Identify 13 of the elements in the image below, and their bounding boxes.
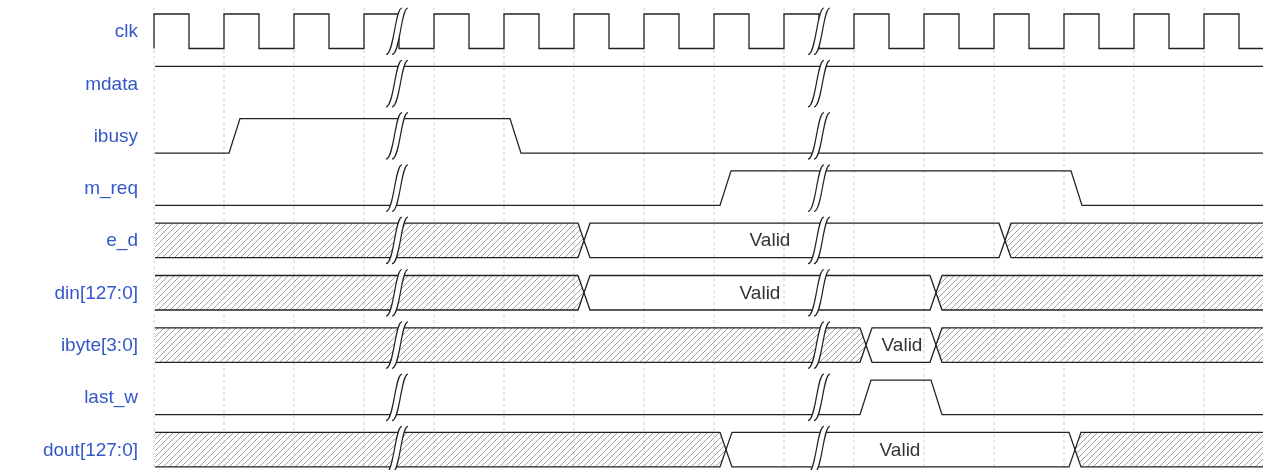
signal-name: last_w [84,386,138,408]
signal-name: ibyte[3:0] [60,334,138,356]
signal-name: clk [114,20,138,42]
signal-name: m_req [84,177,138,199]
signal-name: ibusy [93,125,138,147]
signal-name: din[127:0] [54,282,138,304]
signal-name: e_d [106,230,138,251]
bus-value-label: Valid [749,230,791,251]
signal-name: mdata [85,73,138,94]
bus-value-label: Valid [739,282,781,304]
bus-value-label: Valid [879,439,921,461]
signal-name: dout[127:0] [42,439,138,461]
bus-value-label: Valid [881,334,923,356]
